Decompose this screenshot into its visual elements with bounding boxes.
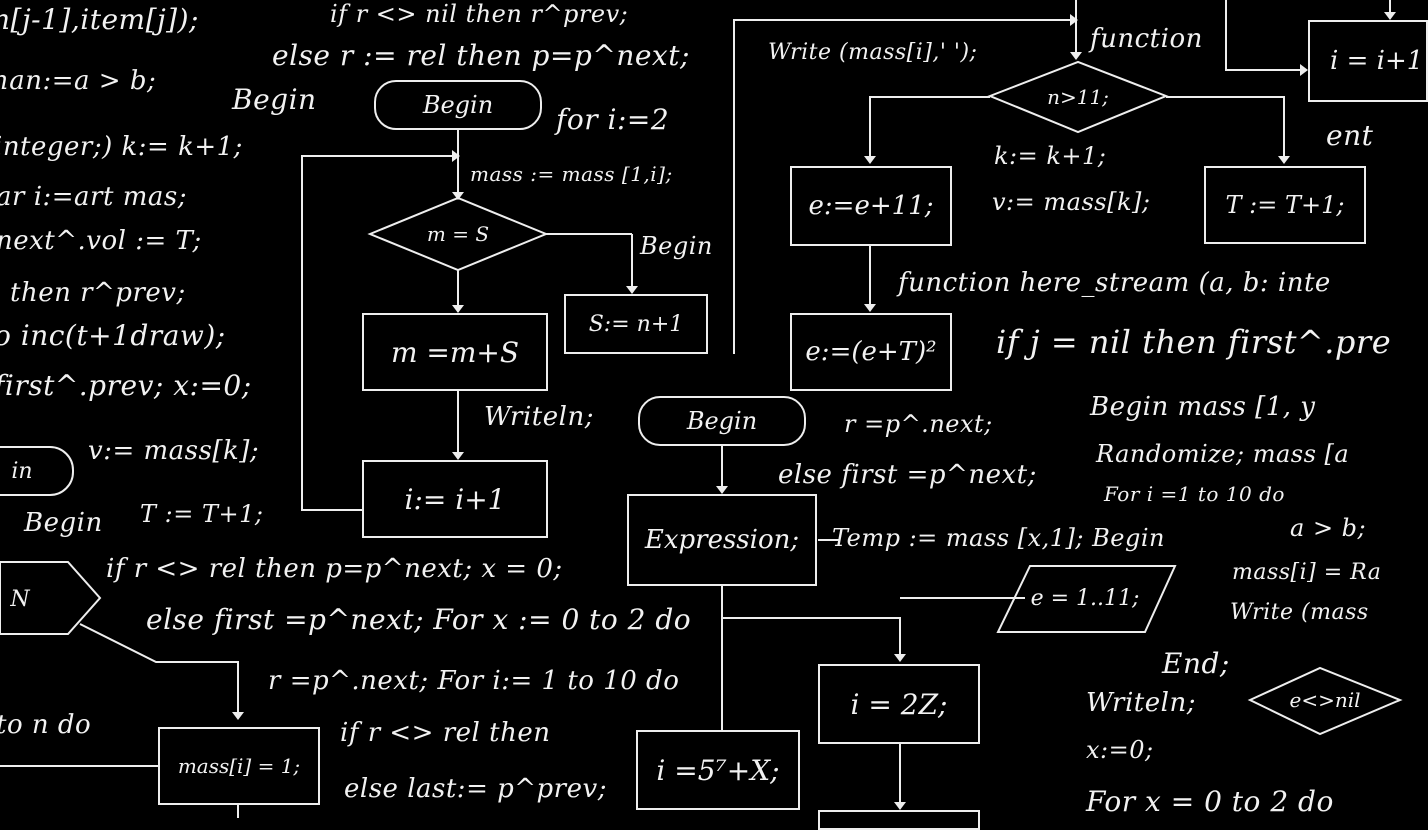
decision-e-nil-label: e<>nil <box>1289 688 1361 712</box>
hexagon-n <box>0 561 102 635</box>
code-line: v:= mass[k]; <box>992 188 1151 216</box>
box-expression: Expression; <box>627 494 817 586</box>
code-line: a > b; <box>1290 514 1367 542</box>
code-line: first^.prev; x:=0; <box>0 369 252 402</box>
code-line: End; <box>1162 647 1230 680</box>
code-line: else r := rel then p=p^next; <box>272 39 690 72</box>
hexagon-n-label: N <box>10 586 30 612</box>
code-line: Begin <box>24 508 103 538</box>
code-line: next^.vol := T; <box>0 226 202 256</box>
code-line: if j = nil then first^.pre <box>996 323 1392 361</box>
code-line: Begin <box>640 232 713 260</box>
code-line: r =p^.next; <box>844 410 993 438</box>
pill-left: in <box>0 446 74 496</box>
code-line: to n do <box>0 710 92 740</box>
code-line: else last:= p^prev; <box>344 774 607 804</box>
box-e-plus-11: e:=e+11; <box>790 166 952 246</box>
code-line: k:= k+1; <box>994 142 1107 170</box>
code-line: Write (mass[i],' '); <box>768 40 978 65</box>
code-line: Writeln; <box>484 402 594 432</box>
code-line: integer;) k:= k+1; <box>0 132 243 162</box>
parallelogram-e-range <box>996 565 1177 633</box>
box-bottom-cut <box>818 810 980 830</box>
code-line: For i =1 to 10 do <box>1104 482 1285 506</box>
code-line: For x = 0 to 2 do <box>1086 785 1334 818</box>
code-line: Write (mass <box>1230 600 1369 625</box>
code-line: else first =p^next; For x := 0 to 2 do <box>146 603 692 636</box>
code-line: Randomize; mass [a <box>1096 440 1350 468</box>
code-line: han:=a > b; <box>0 66 157 96</box>
decision-n-11-label: n>11; <box>1047 85 1109 109</box>
code-line: for i:=2 <box>556 103 670 136</box>
code-line: Writeln; <box>1086 688 1196 718</box>
code-line: T := T+1; <box>140 500 264 528</box>
begin-pill-top: Begin <box>374 80 542 130</box>
decision-m-s-label: m = S <box>426 222 490 246</box>
code-line: Begin <box>232 83 317 116</box>
code-line: ar i:=art mas; <box>0 182 187 212</box>
parallelogram-e-range-label: e = 1..11; <box>1030 585 1140 611</box>
code-line: x:=0; <box>1086 736 1154 764</box>
code-line: function here_stream (a, b: inte <box>898 268 1331 298</box>
box-i-plus-1-right: i = i+1 <box>1308 20 1428 102</box>
code-line: if r <> rel then p=p^next; x = 0; <box>106 554 563 584</box>
code-line: o inc(t+1draw); <box>0 319 226 352</box>
box-t-plus-1: T := T+1; <box>1204 166 1366 244</box>
code-line: r =p^.next; For i:= 1 to 10 do <box>268 666 680 696</box>
box-mass-1: mass[i] = 1; <box>158 727 320 805</box>
decision-diamond-e-nil <box>1247 666 1403 736</box>
code-line: if r <> nil then r^prev; <box>330 0 629 28</box>
code-line: Begin mass [1, y <box>1090 392 1316 422</box>
box-i-plus-1: i:= i+1 <box>362 460 548 538</box>
box-m-plus-s: m =m+S <box>362 313 548 391</box>
code-line: mass[i] = Ra <box>1232 560 1382 585</box>
code-line: else first =p^next; <box>778 460 1037 490</box>
box-i-2z: i = 2Z; <box>818 664 980 744</box>
code-line: n[j-1],item[j]); <box>0 3 199 36</box>
box-i-5-x: i =5⁷+X; <box>636 730 800 810</box>
box-e-squared: e:=(e+T)² <box>790 313 952 391</box>
code-line: then r^prev; <box>10 278 186 308</box>
code-line: ent <box>1326 119 1374 152</box>
code-line: function <box>1090 24 1203 54</box>
code-line: mass := mass [1,i]; <box>470 162 673 186</box>
code-line: if r <> rel then <box>340 718 551 748</box>
box-s-n-plus-1: S:= n+1 <box>564 294 708 354</box>
begin-pill-mid: Begin <box>638 396 806 446</box>
code-line: Temp := mass [x,1]; Begin <box>832 524 1165 552</box>
flowchart-connectors <box>0 0 1403 818</box>
code-line: v:= mass[k]; <box>88 436 260 466</box>
